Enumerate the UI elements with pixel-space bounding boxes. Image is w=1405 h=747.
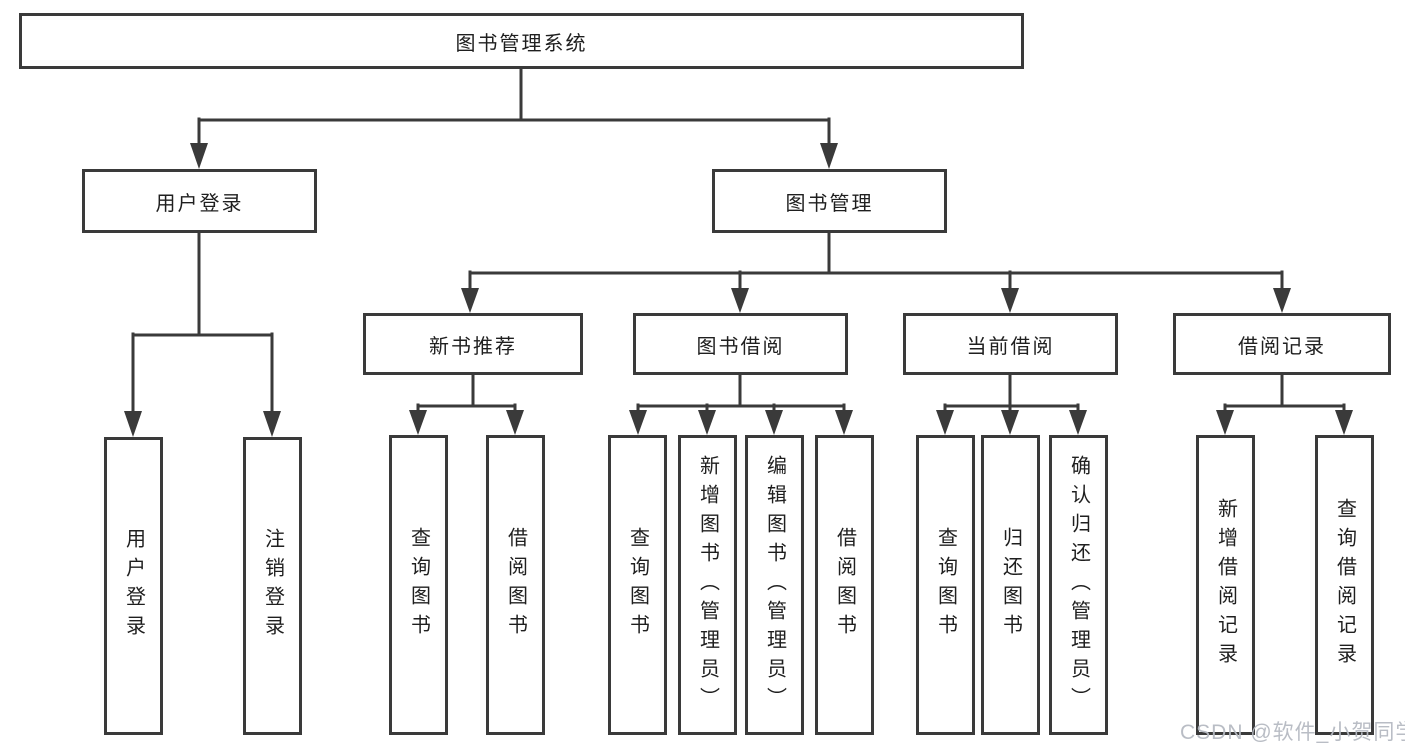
arrowhead	[190, 143, 208, 169]
connector-recommend	[416, 372, 517, 414]
leaf-borrow-books: 借阅图书	[815, 435, 874, 735]
node-book-borrow: 图书借阅	[633, 313, 848, 375]
arrowhead	[124, 411, 142, 437]
node-label: 查询图书	[626, 527, 649, 643]
node-label: 查询图书	[407, 527, 430, 643]
arrowhead	[1216, 410, 1234, 435]
arrowhead	[936, 410, 954, 435]
leaf-query-borrow-record: 查询借阅记录	[1315, 435, 1374, 735]
node-user-login: 用户登录	[82, 169, 317, 233]
connector-book-mgmt	[468, 231, 1284, 292]
arrowhead	[1001, 288, 1019, 313]
arrowhead	[506, 410, 524, 435]
leaf-query-books: 查询图书	[608, 435, 667, 735]
node-new-book-recommend: 新书推荐	[363, 313, 583, 375]
leaf-add-borrow-record: 新增借阅记录	[1196, 435, 1255, 735]
leaf-edit-books-admin: 编辑图书（管理员）	[745, 435, 804, 735]
connector-root	[197, 65, 831, 148]
node-label: 确认归还（管理员）	[1067, 454, 1090, 716]
connector-current	[943, 372, 1080, 414]
node-label: 查询图书	[934, 527, 957, 643]
node-label: 当前借阅	[966, 335, 1055, 358]
node-label: 图书管理	[785, 192, 874, 215]
arrowhead	[1335, 410, 1353, 435]
node-label: 借阅图书	[504, 527, 527, 643]
arrowhead	[409, 410, 427, 435]
leaf-confirm-return-admin: 确认归还（管理员）	[1049, 435, 1108, 735]
arrowhead	[698, 410, 716, 435]
leaf-add-books-admin: 新增图书（管理员）	[678, 435, 737, 735]
arrowhead	[461, 288, 479, 313]
connector-records	[1223, 372, 1346, 414]
arrowhead	[731, 288, 749, 313]
arrowhead	[263, 411, 281, 437]
arrowhead	[765, 410, 783, 435]
node-label: 归还图书	[999, 527, 1022, 643]
node-label: 新书推荐	[429, 335, 517, 358]
node-borrow-records: 借阅记录	[1173, 313, 1391, 375]
arrowhead	[1273, 288, 1291, 313]
leaf-logout: 注销登录	[243, 437, 302, 735]
csdn-watermark: CSDN @软件_小贺同学	[1180, 721, 1405, 744]
node-label: 借阅图书	[833, 527, 856, 643]
leaf-return-books: 归还图书	[981, 435, 1040, 735]
node-current-borrow: 当前借阅	[903, 313, 1118, 375]
connector-user-login	[131, 231, 274, 414]
node-label: 新增图书（管理员）	[696, 454, 719, 716]
arrowhead	[629, 410, 647, 435]
node-book-management: 图书管理	[712, 169, 947, 233]
arrowhead	[835, 410, 853, 435]
node-label: 图书借阅	[696, 335, 785, 358]
arrowhead	[1001, 410, 1019, 435]
node-label: 新增借阅记录	[1214, 498, 1237, 672]
arrowhead	[1069, 410, 1087, 435]
node-label: 用户登录	[155, 192, 244, 215]
node-label: 图书管理系统	[455, 32, 588, 55]
connector-borrow	[636, 372, 846, 414]
arrowhead	[820, 143, 838, 169]
leaf-query-books: 查询图书	[916, 435, 975, 735]
node-root-system: 图书管理系统	[19, 13, 1024, 69]
node-label: 注销登录	[261, 528, 284, 644]
node-label: 编辑图书（管理员）	[763, 454, 786, 716]
leaf-borrow-books: 借阅图书	[486, 435, 545, 735]
node-label: 用户登录	[122, 528, 145, 644]
node-label: 查询借阅记录	[1333, 498, 1356, 672]
leaf-query-books: 查询图书	[389, 435, 448, 735]
node-label: 借阅记录	[1238, 335, 1326, 358]
leaf-user-login: 用户登录	[104, 437, 163, 735]
